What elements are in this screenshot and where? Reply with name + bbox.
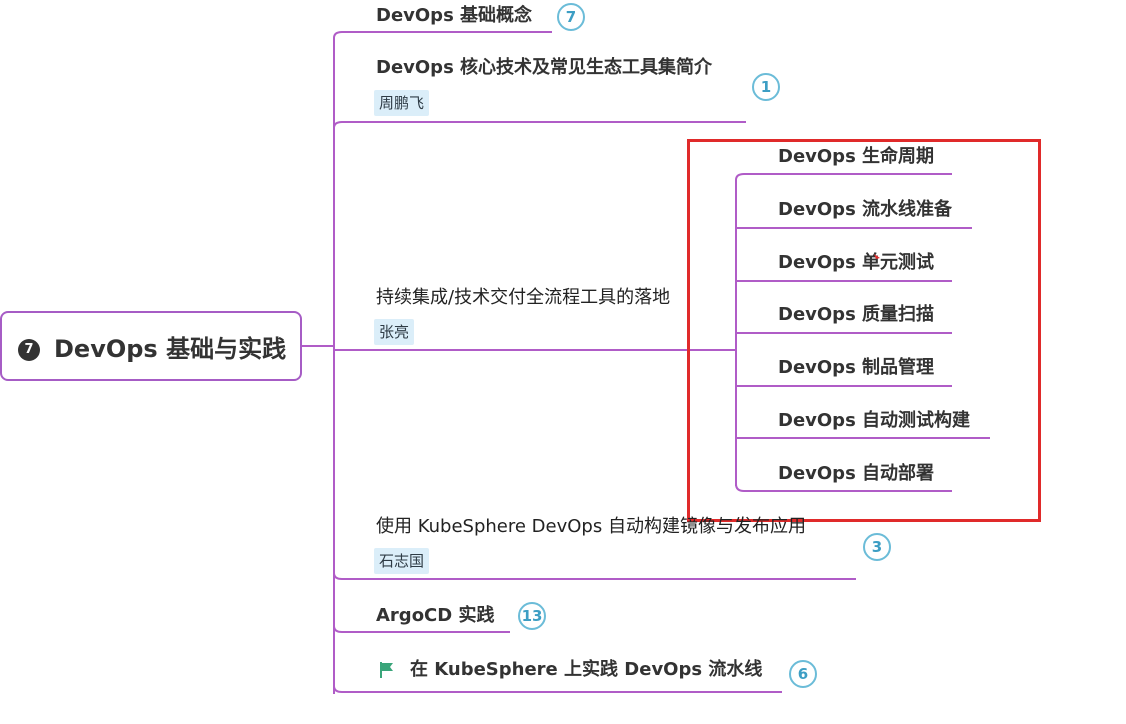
author-label: 张亮 (374, 319, 415, 345)
subtopic-line-7 (735, 483, 952, 492)
subtopic-unit-test[interactable]: DevOps 单元测试 (778, 252, 935, 273)
branch-topic-argocd[interactable]: ArgoCD 实践 (376, 605, 495, 626)
collapsed-count-badge[interactable]: 3 (863, 533, 891, 561)
subtopic-line-1 (735, 173, 952, 181)
collapsed-count-badge[interactable]: 7 (557, 3, 585, 31)
branch-topic-core-tech[interactable]: DevOps 核心技术及常见生态工具集简介 (376, 57, 713, 78)
highlight-frame (687, 139, 1041, 522)
flag-icon (380, 662, 393, 678)
subtopic-auto-test-build[interactable]: DevOps 自动测试构建 (778, 410, 971, 431)
subtopic-auto-deploy[interactable]: DevOps 自动部署 (778, 463, 935, 484)
subtopic-artifact-mgmt[interactable]: DevOps 制品管理 (778, 357, 935, 378)
branch-topic-kubesphere-pipeline[interactable]: 在 KubeSphere 上实践 DevOps 流水线 (410, 659, 763, 680)
branch-line-5 (333, 625, 510, 633)
subtopic-quality-scan[interactable]: DevOps 质量扫描 (778, 304, 935, 325)
root-topic[interactable]: 7 DevOps 基础与实践 (0, 311, 302, 381)
collapsed-count-badge[interactable]: 13 (518, 602, 546, 630)
collapsed-count-badge[interactable]: 6 (789, 660, 817, 688)
branch-topic-kubesphere-build[interactable]: 使用 KubeSphere DevOps 自动构建镜像与发布应用 (376, 516, 806, 537)
branch-line-4 (333, 572, 856, 580)
author-label: 周鹏飞 (374, 90, 430, 116)
branch-line-6 (333, 685, 782, 693)
branch-topic-basics[interactable]: DevOps 基础概念 (376, 5, 533, 26)
branch-line-1 (333, 31, 552, 39)
priority-icon: 7 (18, 339, 40, 361)
cursor-icon (874, 254, 880, 259)
subtopic-pipeline-prep[interactable]: DevOps 流水线准备 (778, 199, 953, 220)
author-label: 石志国 (374, 548, 430, 574)
branch-topic-ci-cd[interactable]: 持续集成/技术交付全流程工具的落地 (376, 287, 671, 308)
root-topic-title: DevOps 基础与实践 (54, 335, 287, 363)
branch-line-2 (333, 121, 746, 129)
subtopic-lifecycle[interactable]: DevOps 生命周期 (778, 146, 935, 167)
collapsed-count-badge[interactable]: 1 (752, 73, 780, 101)
